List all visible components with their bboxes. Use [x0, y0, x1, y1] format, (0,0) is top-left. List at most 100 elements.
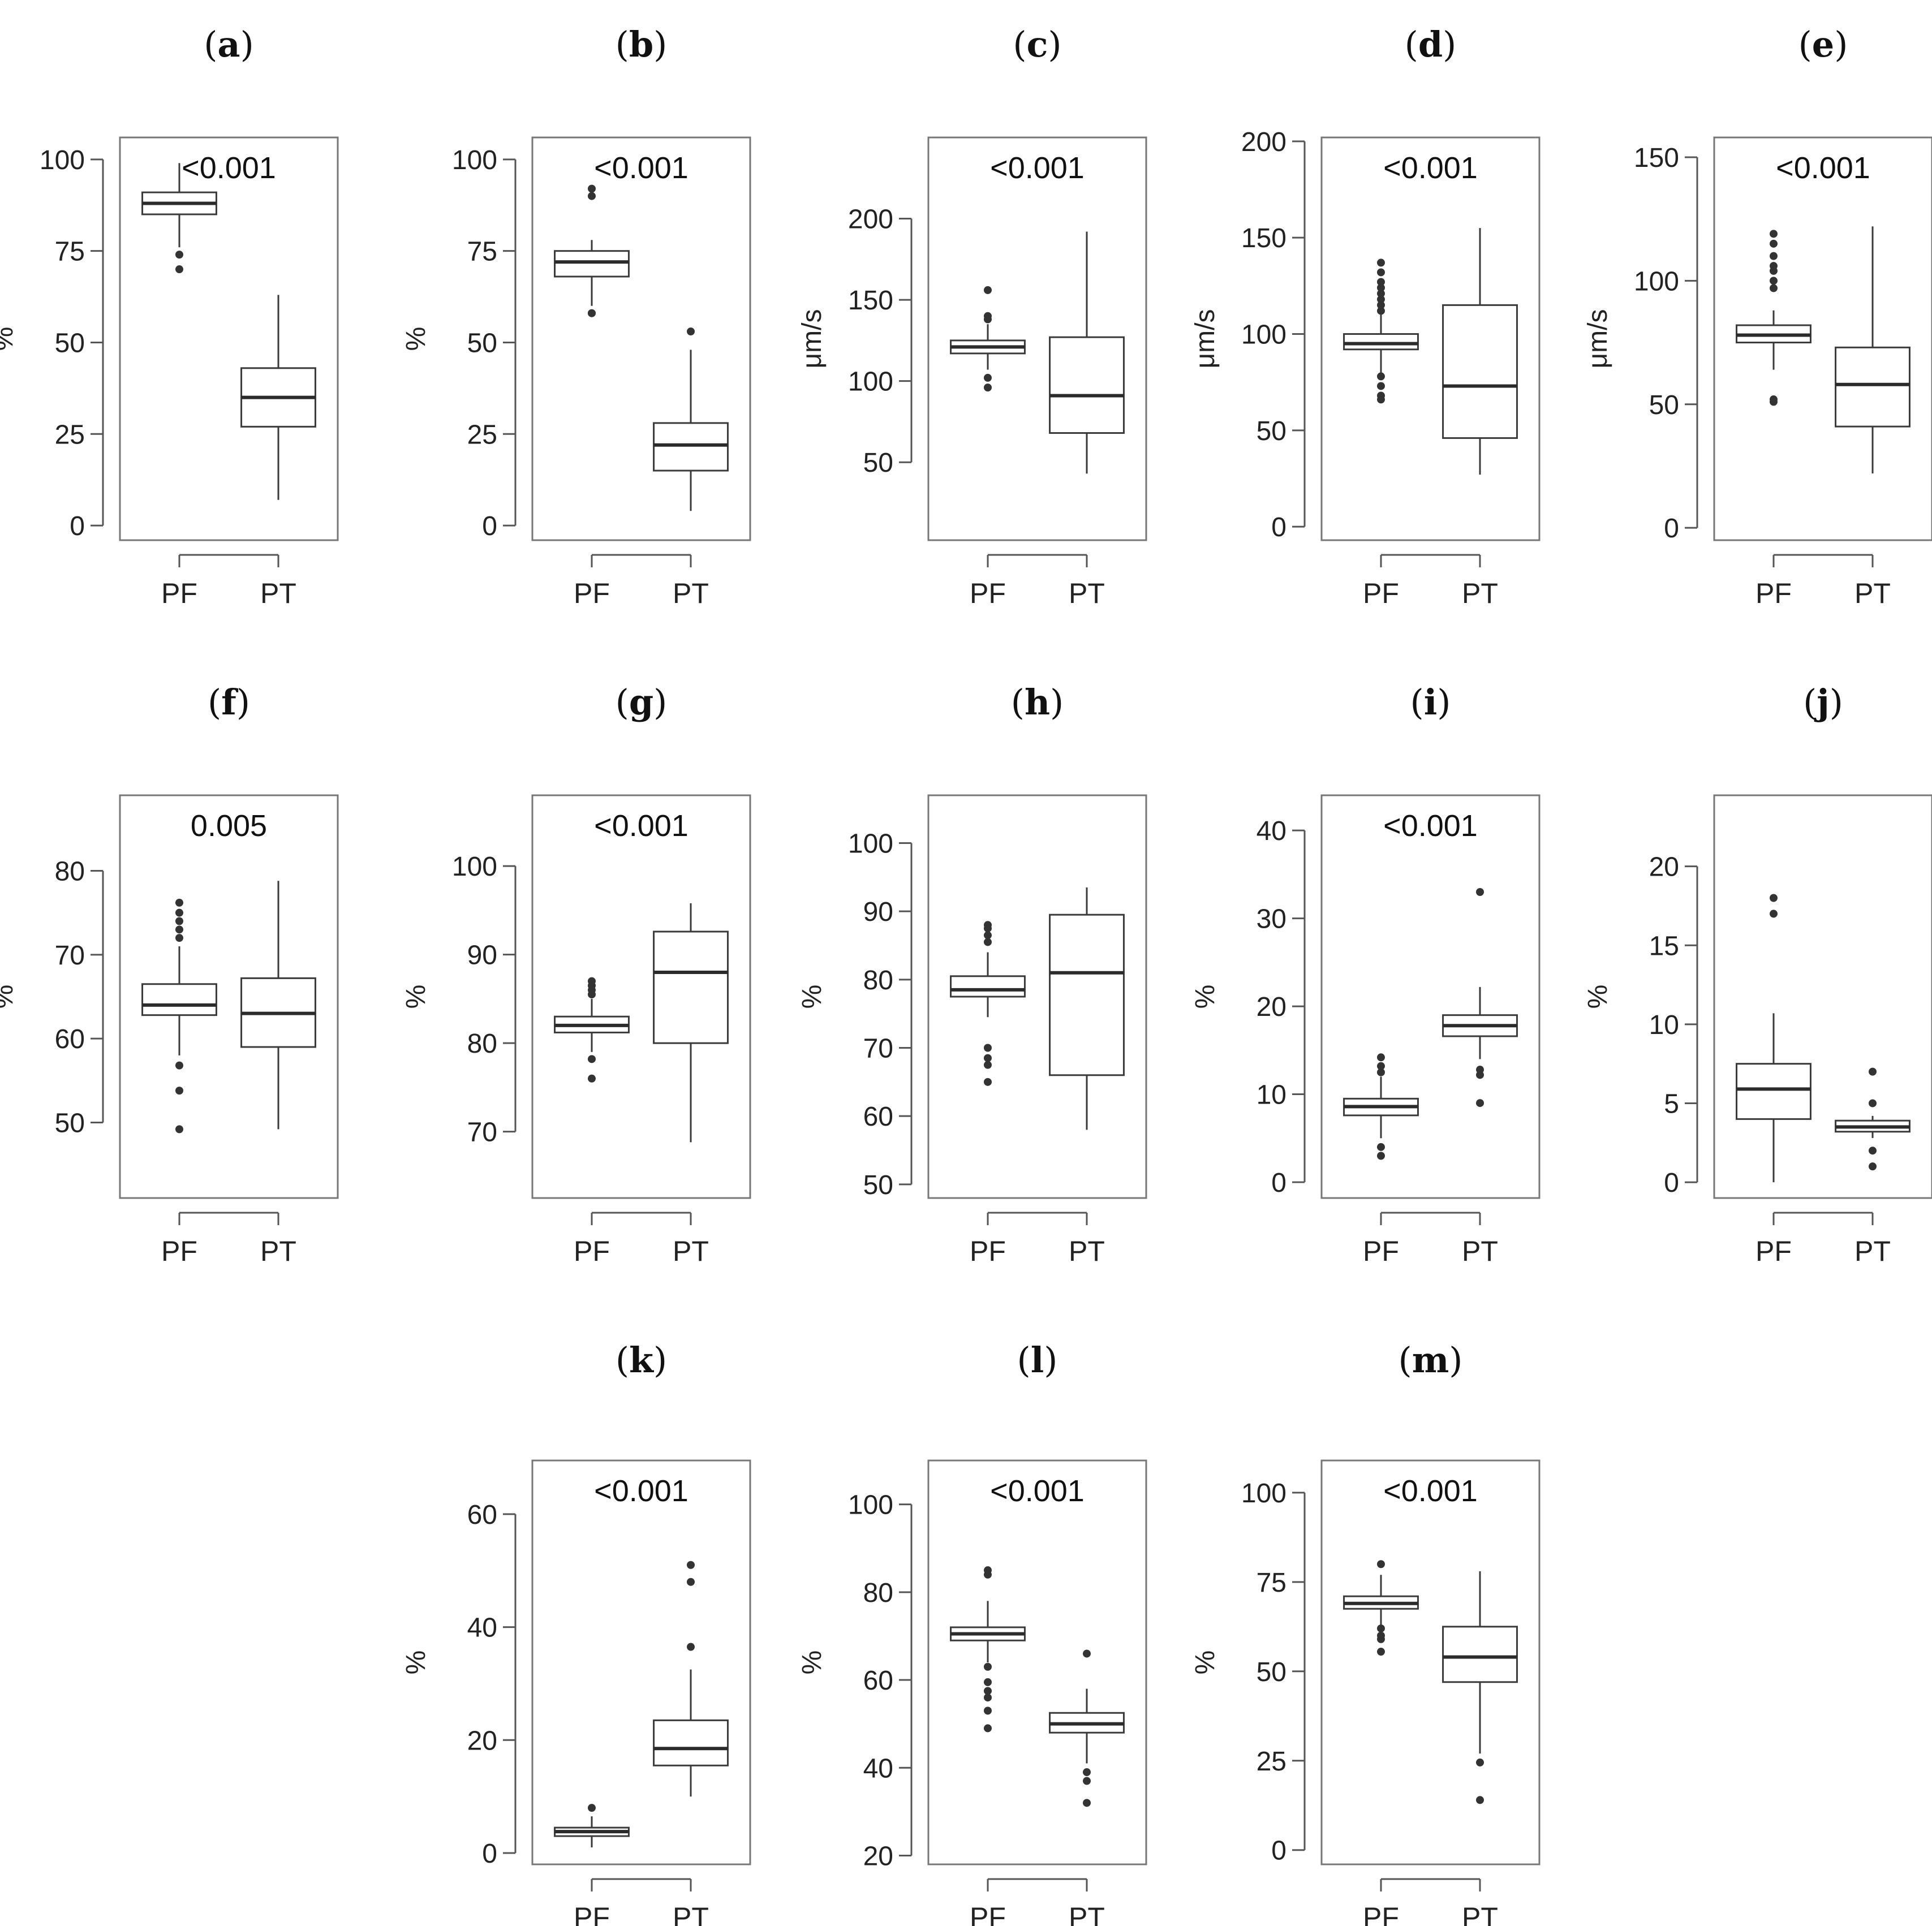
outlier-point	[1869, 1099, 1877, 1108]
outlier-point	[1376, 1053, 1385, 1062]
outlier-point	[1769, 230, 1778, 238]
outlier-point	[1769, 910, 1778, 918]
outlier-point	[983, 286, 992, 294]
x-category-label: PT	[673, 1235, 709, 1267]
outlier-point	[1376, 391, 1385, 400]
x-category-label: PT	[1854, 1235, 1891, 1267]
panel-letter-text: a	[217, 24, 240, 65]
outlier-point	[983, 1054, 992, 1062]
outlier-point	[1376, 283, 1385, 292]
iqr-box	[653, 1719, 729, 1766]
y-axis-label: μm/s	[1190, 309, 1220, 369]
y-tick-label: 0	[1271, 1836, 1286, 1866]
box-pt	[1049, 1649, 1125, 1807]
panel-letter-g: (g)	[616, 682, 668, 723]
outlier-point	[1376, 289, 1385, 298]
outlier-point	[983, 1707, 992, 1715]
y-axis-label: %	[401, 327, 431, 351]
outlier-point	[1376, 382, 1385, 390]
panel-letter-h: (h)	[1011, 682, 1064, 723]
outlier-point	[175, 265, 183, 274]
x-category-label: PF	[574, 1235, 610, 1267]
outlier-point	[983, 1724, 992, 1733]
x-category-label: PF	[574, 1902, 610, 1926]
y-tick-label: 70	[55, 941, 85, 971]
outlier-point	[587, 977, 596, 985]
y-tick-label: 20	[1257, 992, 1286, 1022]
panel-letter-b: (b)	[616, 24, 668, 65]
outlier-point	[1376, 258, 1385, 267]
iqr-box	[1835, 346, 1911, 428]
outlier-point	[1376, 1152, 1385, 1160]
plot-frame	[1713, 136, 1932, 541]
plot-frame	[927, 794, 1147, 1199]
box-pf	[554, 1804, 630, 1848]
outlier-point	[1083, 1777, 1091, 1785]
outlier-point	[1083, 1768, 1091, 1777]
outlier-point	[1869, 1067, 1877, 1076]
outlier-point	[1376, 1143, 1385, 1151]
y-axis-label: %	[797, 985, 827, 1009]
outlier-point	[687, 328, 695, 336]
y-tick-label: 50	[55, 1109, 85, 1139]
y-tick-label: 150	[848, 286, 893, 316]
y-tick-label: 50	[1257, 1657, 1286, 1687]
outlier-point	[1869, 1147, 1877, 1155]
plot-frame	[1320, 794, 1541, 1199]
plot-frame	[1713, 794, 1932, 1199]
y-tick-label: 0	[1664, 1168, 1679, 1198]
x-category-label: PT	[1462, 1235, 1498, 1267]
outlier-point	[587, 184, 596, 193]
x-category-label: PT	[260, 1235, 296, 1267]
outlier-point	[983, 1078, 992, 1086]
y-tick-label: 100	[848, 367, 893, 397]
panel-letter-text: e	[1812, 24, 1834, 65]
p-value-label: <0.001	[1383, 151, 1478, 185]
iqr-box	[1442, 304, 1518, 439]
y-tick-label: 100	[848, 1490, 893, 1520]
box-pt	[1835, 1067, 1911, 1171]
panel-letter-text: k	[629, 1339, 655, 1381]
outlier-point	[1476, 888, 1485, 897]
x-category-label: PF	[970, 1235, 1006, 1267]
y-tick-label: 60	[467, 1500, 497, 1530]
y-tick-label: 60	[55, 1024, 85, 1054]
y-tick-label: 25	[55, 420, 85, 450]
y-tick-label: 70	[467, 1118, 497, 1148]
box-pt	[240, 295, 316, 500]
panel-letter-d: (d)	[1405, 24, 1457, 65]
y-tick-label: 200	[848, 205, 893, 235]
outlier-point	[1376, 372, 1385, 381]
x-category-label: PT	[260, 578, 296, 609]
y-tick-label: 40	[1257, 816, 1286, 846]
outlier-point	[1376, 1631, 1385, 1640]
x-category-label: PF	[1755, 578, 1792, 609]
y-tick-label: 80	[863, 1578, 893, 1608]
outlier-point	[983, 931, 992, 940]
y-axis-label: %	[401, 1651, 431, 1675]
y-tick-label: 80	[55, 857, 85, 887]
panel-letter-f: (f)	[208, 682, 250, 723]
x-category-label: PT	[1462, 1902, 1498, 1926]
panel-letter-l: (l)	[1017, 1339, 1058, 1381]
box-pt	[1442, 228, 1518, 475]
y-axis-label: %	[1190, 1651, 1220, 1675]
y-tick-label: 20	[467, 1726, 497, 1756]
box-pt	[1049, 887, 1125, 1130]
box-pf	[554, 977, 630, 1083]
panel-letter-text: h	[1025, 682, 1050, 723]
y-tick-label: 75	[55, 237, 85, 267]
iqr-box	[653, 930, 729, 1044]
x-category-label: PF	[970, 578, 1006, 609]
panel-letter-k: (k)	[616, 1339, 667, 1381]
box-pt	[653, 1561, 729, 1797]
y-tick-label: 10	[1649, 1010, 1679, 1040]
box-pf	[141, 163, 217, 274]
